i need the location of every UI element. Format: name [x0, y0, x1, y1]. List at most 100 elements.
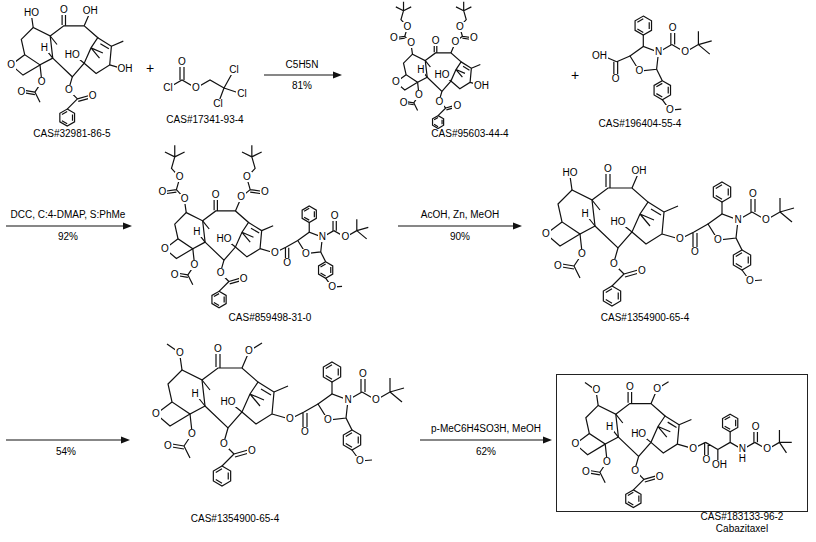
atom-label: O [553, 261, 563, 271]
atom-label: HO [220, 397, 237, 407]
atom-label: O [570, 439, 580, 449]
reaction-arrow [264, 72, 342, 79]
structure-95603-44-4 [396, 2, 480, 129]
atom-label: O [690, 247, 700, 257]
atom-label: O [452, 101, 462, 111]
atom-label: O [751, 422, 761, 432]
atom-label: O [541, 229, 551, 239]
atom-label: O [88, 91, 98, 101]
atom-label: O [355, 456, 365, 466]
atom-label: O [285, 414, 295, 424]
atom-label: HO [23, 8, 40, 18]
atom-label: H [190, 389, 199, 399]
atom-label: N [654, 47, 663, 57]
atom-label: O [239, 274, 249, 284]
reagent-label: DCC, C:4-DMAP, S:PhMe [10, 210, 127, 220]
atom-label: O [592, 385, 602, 395]
atom-label: O [64, 85, 74, 95]
atom-label: O [6, 60, 16, 70]
atom-label: O [391, 77, 401, 87]
atom-label: O [713, 235, 723, 245]
atom-label: O [431, 36, 441, 46]
atom-label: O [244, 346, 254, 356]
structure-859498-31-0 [165, 145, 368, 307]
atom-label: H [580, 209, 589, 219]
atom-label: O [37, 77, 47, 87]
atom-label: O [581, 467, 591, 477]
yield-label: 92% [57, 232, 79, 242]
atom-label: O [665, 105, 675, 115]
atom-label: O [163, 441, 173, 451]
atom-label: O [213, 344, 223, 354]
reaction-arrow [420, 437, 552, 444]
atom-label: O [191, 83, 201, 93]
atom-label: O [216, 268, 226, 278]
atom-label: O [402, 22, 412, 32]
atom-label: O [323, 415, 333, 425]
atom-label: O [668, 23, 678, 33]
atom-label: O [762, 444, 772, 454]
atom-label: HO [215, 234, 232, 244]
reagent-label: AcOH, Zn, MeOH [420, 210, 500, 220]
atom-label: O [330, 211, 340, 221]
atom-label: O [450, 37, 460, 47]
atom-label: O [637, 266, 647, 276]
structure-196404-55-4 [603, 16, 711, 110]
atom-label: Cl [228, 65, 239, 75]
atom-label: O [577, 249, 587, 259]
atom-label: O [702, 455, 712, 465]
atom-label: N [733, 215, 742, 225]
plus-sign: + [570, 68, 580, 82]
product-box: CAS#183133-96-2Cabazitaxel [556, 374, 808, 512]
yield-label: 90% [449, 232, 471, 242]
atom-label: O [211, 190, 221, 200]
atom-label: O [761, 215, 771, 225]
atom-label: O [399, 98, 409, 108]
reaction-arrow [6, 437, 130, 444]
atom-label: OH [117, 64, 134, 74]
atom-label: O [170, 270, 180, 280]
yield-label: 81% [291, 81, 313, 91]
cas-number: CAS#95603-44-4 [430, 129, 509, 139]
atom-label: O [434, 97, 444, 107]
atom-label: O [260, 187, 270, 197]
atom-label: O [389, 33, 399, 43]
reagent-label: C5H5N [285, 60, 320, 70]
atom-label: O [680, 47, 690, 57]
atom-label: O [327, 282, 337, 292]
atom-label: O [180, 194, 190, 204]
atom-label: O [745, 276, 755, 286]
atom-label: O [16, 87, 26, 97]
atom-label: O [603, 164, 613, 174]
atom-label: O [158, 187, 168, 197]
cas-number: CAS#17341-93-4 [165, 115, 244, 125]
atom-label: HO [64, 50, 81, 60]
atom-label: H [40, 43, 49, 53]
atom-label: O [282, 258, 292, 268]
atom-label: O [59, 5, 69, 15]
structure-1354900-65-4-methyl [156, 343, 404, 486]
atom-label: O [655, 472, 665, 482]
yield-label: 62% [475, 447, 497, 457]
atom-label: O [190, 260, 200, 270]
atom-label: N [738, 444, 747, 454]
atom-label: O [340, 232, 350, 242]
atom-label: H [605, 422, 614, 432]
yield-label: 54% [55, 447, 77, 457]
atom-label: O [242, 172, 252, 182]
atom-label: N [318, 232, 327, 242]
atom-label: OH [82, 6, 99, 16]
atom-label: O [406, 38, 416, 48]
structure-1354900-65-4 [546, 174, 794, 306]
atom-label: HO [630, 429, 647, 439]
atom-label: O [247, 446, 257, 456]
atom-label: O [177, 57, 187, 67]
atom-label: O [175, 172, 185, 182]
atom-label: N [343, 395, 352, 405]
atom-label: O [236, 192, 246, 202]
atom-label: O [609, 259, 619, 269]
atom-label: O [151, 409, 161, 419]
atom-label: O [635, 66, 645, 76]
reaction-arrow [398, 223, 522, 230]
